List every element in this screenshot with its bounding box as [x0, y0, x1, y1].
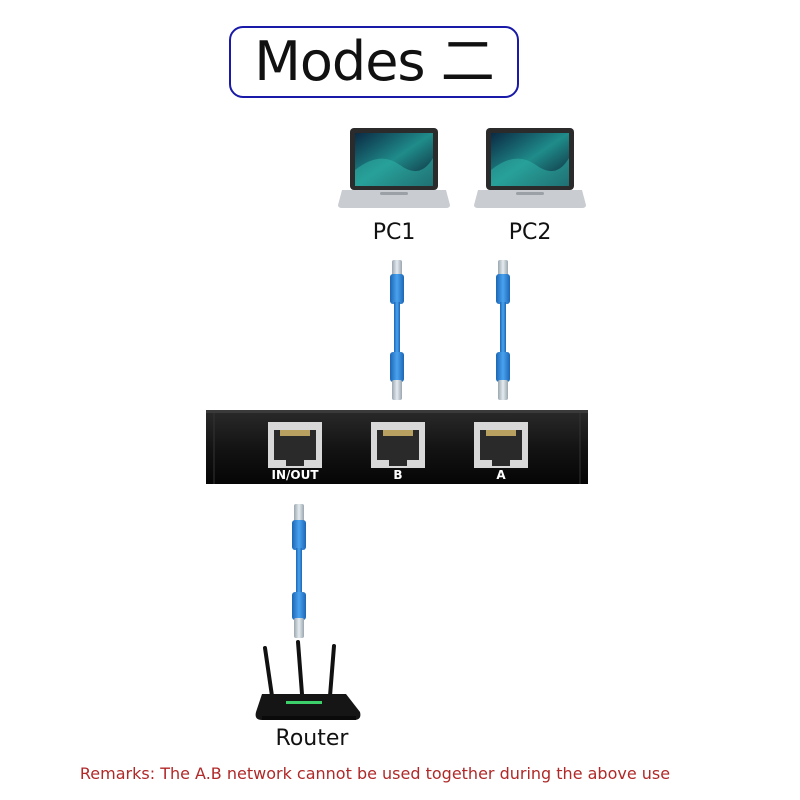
pc2-laptop-icon: [474, 128, 586, 208]
mode-title-box: Modes 二: [229, 26, 519, 98]
port-inout-label: IN/OUT: [271, 468, 319, 482]
port-b-label: B: [393, 468, 402, 482]
port-a-icon: [474, 422, 528, 468]
port-b-icon: [371, 422, 425, 468]
cable-pc2-to-a: [496, 260, 510, 400]
pc2-label: PC2: [508, 220, 552, 245]
cable-pc1-to-b: [390, 260, 404, 400]
pc1-laptop-icon: [338, 128, 450, 208]
mode-title: Modes 二: [254, 30, 494, 93]
remarks-note: Remarks: The A.B network cannot be used …: [79, 764, 671, 783]
port-a-label: A: [496, 468, 506, 482]
pc1-label: PC1: [372, 220, 416, 245]
cable-inout-to-router: [292, 504, 306, 638]
port-inout-icon: [268, 422, 322, 468]
router-label: Router: [275, 726, 349, 751]
router-icon: [255, 640, 361, 720]
